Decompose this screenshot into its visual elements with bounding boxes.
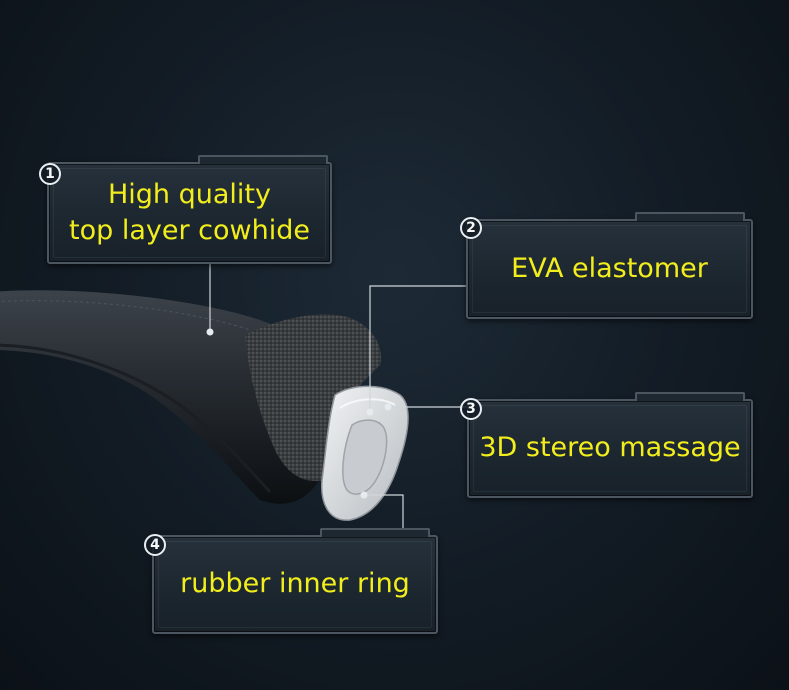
leather-lower-edge <box>0 343 272 494</box>
callout-eva-elastomer: EVA elastomer <box>466 212 753 319</box>
leader-dot-1 <box>206 328 214 336</box>
number-badge-3: 3 <box>460 398 482 420</box>
callout-label: High quality top layer cowhide <box>61 177 318 250</box>
callout-rubber-inner-ring: rubber inner ring <box>152 528 438 634</box>
callout-label: 3D stereo massage <box>479 432 741 464</box>
callout-tab <box>198 155 328 164</box>
number-badge-4: 4 <box>144 534 166 556</box>
leather-stitching <box>0 300 251 331</box>
callout-label: EVA elastomer <box>511 252 708 284</box>
leader-line-2 <box>369 285 466 410</box>
leader-line-4 <box>366 494 404 535</box>
callout-line-2: top layer cowhide <box>69 215 310 246</box>
number-badge-2: 2 <box>460 217 482 239</box>
callout-cowhide: High quality top layer cowhide <box>47 155 332 264</box>
callout-3d-stereo-massage: 3D stereo massage <box>467 392 753 498</box>
callout-tab <box>635 212 745 221</box>
leader-dot-3 <box>384 403 392 411</box>
leader-dot-2 <box>366 408 374 416</box>
leader-dot-4 <box>360 491 368 499</box>
callout-label: rubber inner ring <box>180 568 410 600</box>
callout-line-1: High quality <box>107 178 271 210</box>
velcro-strap <box>245 314 381 481</box>
callout-tab <box>635 392 745 401</box>
foam-highlight <box>339 398 396 409</box>
number-badge-1: 1 <box>39 163 61 185</box>
rubber-inner-ring <box>342 419 388 495</box>
callout-tab <box>320 528 430 537</box>
